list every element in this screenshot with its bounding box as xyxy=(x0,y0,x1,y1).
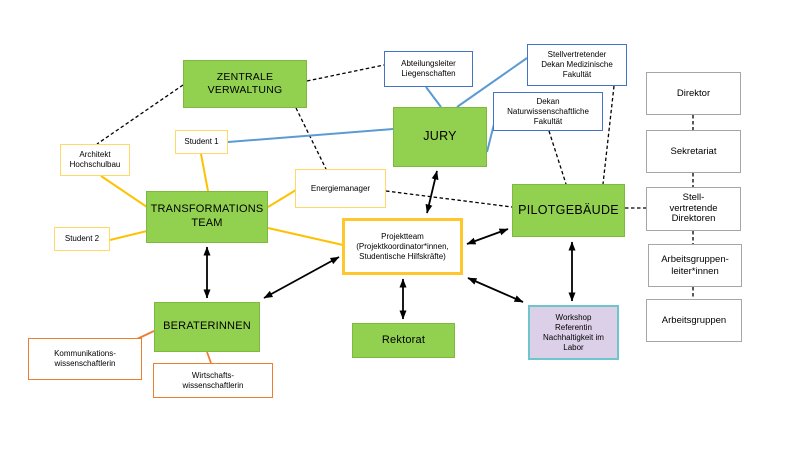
connector-zentrale-abteilungsleiter xyxy=(306,64,385,82)
node-architekt-hochschulbau: Architekt Hochschulbau xyxy=(60,144,130,176)
connector-beraterinnen-wirtschaft xyxy=(206,351,212,364)
node-kommunikationswissenschaftlerin: Kommunikations- wissenschaftlerin xyxy=(28,338,142,380)
connector-energiemanager-pilotgebaeude xyxy=(385,190,513,208)
node-direktor: Direktor xyxy=(646,72,741,115)
node-transformations-team: TRANSFORMATIONS TEAM xyxy=(146,191,268,243)
connector-dekannat-jury xyxy=(486,123,495,153)
node-dekan-naturwissenschaften: Dekan Naturwissenschaftliche Fakultät xyxy=(493,92,603,131)
arrow-projektteam-workshop xyxy=(467,277,524,303)
node-stellvertretender-dekan-medizin: Stellvertretender Dekan Medizinische Fak… xyxy=(527,44,627,86)
connector-dekannat-pilotgebaeude xyxy=(548,130,567,185)
connector-team-projektteam xyxy=(267,227,344,246)
node-sekretariat: Sekretariat xyxy=(646,130,741,173)
connector-student2-team xyxy=(109,230,148,241)
node-student-2: Student 2 xyxy=(54,227,110,251)
node-energiemanager: Energiemanager xyxy=(295,169,386,208)
node-jury: JURY xyxy=(393,107,487,167)
connector-stellvdekan-jury xyxy=(456,57,528,108)
node-arbeitsgruppen: Arbeitsgruppen xyxy=(646,299,742,342)
connector-zentrale-energiemanager xyxy=(295,107,327,170)
node-beraterinnen: BERATERINNEN xyxy=(154,302,260,352)
connector-student1-jury xyxy=(227,128,394,143)
connector-abteilungsleiter-jury xyxy=(425,86,442,108)
node-pilotgebaeude: PILOTGEBÄUDE xyxy=(512,184,625,237)
node-wirtschaftswissenschaftlerin: Wirtschafts- wissenschaftlerin xyxy=(153,363,273,398)
node-student-1: Student 1 xyxy=(175,130,228,154)
node-workshop-referentin: Workshop Referentin Nachhaltigkeit im La… xyxy=(528,305,619,360)
arrow-jury-projektteam xyxy=(425,170,439,214)
arrow-projektteam-pilotgebaeude xyxy=(466,228,509,245)
connector-architekt-team xyxy=(100,175,148,208)
connector-stellvdekan-pilotgebaeude xyxy=(602,85,615,185)
node-rektorat: Rektorat xyxy=(352,323,455,358)
node-abteilungsleiter-liegenschaften: Abteilungsleiter Liegenschaften xyxy=(384,51,473,87)
connector-student1-team xyxy=(200,153,209,192)
arrow-beraterinnen-projektteam xyxy=(263,256,340,299)
node-arbeitsgruppenleiter: Arbeitsgruppen- leiter*innen xyxy=(648,244,742,287)
node-projektteam: Projektteam (Projektkoordinator*innen, S… xyxy=(342,218,463,275)
connector-team-energiemanager xyxy=(267,189,297,208)
connector-zentrale-architekt xyxy=(96,84,184,145)
connector-beraterinnen-kommunikation xyxy=(136,330,155,340)
node-zentrale-verwaltung: ZENTRALE VERWALTUNG xyxy=(183,60,307,108)
node-stellvertretende-direktoren: Stell- vertretende Direktoren xyxy=(646,187,741,231)
